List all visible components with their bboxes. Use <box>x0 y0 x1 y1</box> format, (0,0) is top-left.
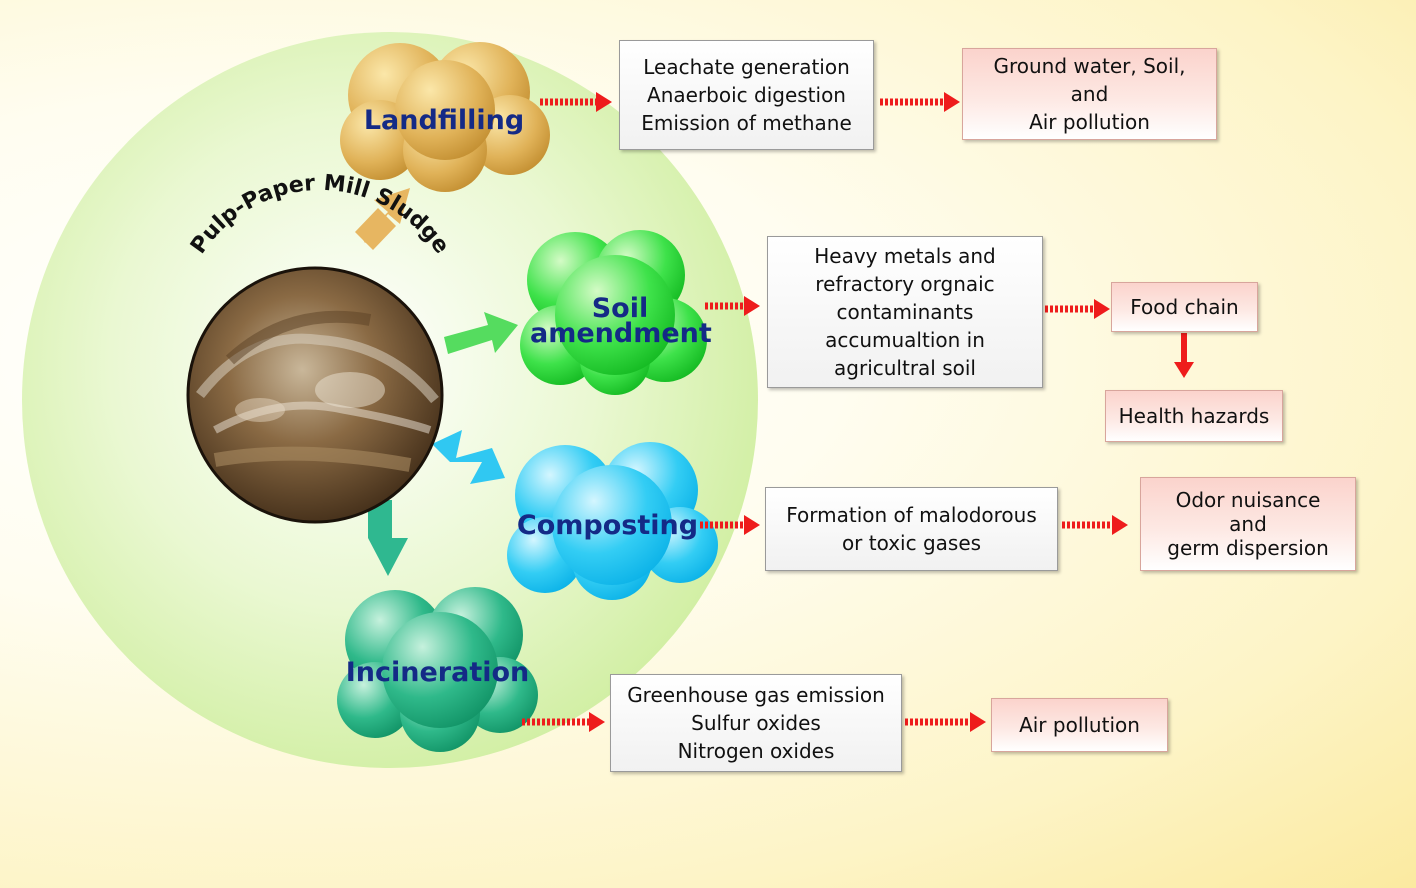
food-chain-box: Food chain <box>1111 282 1258 332</box>
arrow-to-incineration <box>368 500 408 576</box>
incineration-label: Incineration <box>345 657 530 688</box>
arrow-to-landfilling-body <box>355 208 396 250</box>
arrow-incin-effects <box>522 712 605 732</box>
sludge-image <box>186 266 444 524</box>
arrow-compost-effects <box>700 515 760 535</box>
arrow-to-soil-amendment <box>444 312 518 354</box>
landfilling-outcome-box: Ground water, Soil, and Air pollution <box>962 48 1217 140</box>
health-hazards-box: Health hazards <box>1105 390 1283 442</box>
landfilling-cloud <box>340 42 550 192</box>
arrow-soil-effects <box>705 296 760 316</box>
flow-arrows <box>522 92 1194 732</box>
composting-effects-box: Formation of malodorous or toxic gases <box>765 487 1058 571</box>
arrow-compost-outcome <box>1062 515 1128 535</box>
soil-amendment-effects-box: Heavy metals and refractory orgnaic cont… <box>767 236 1043 388</box>
arrow-landfill-effects <box>540 92 612 112</box>
arrow-foodchain-health <box>1174 333 1194 378</box>
arrow-soil-foodchain <box>1045 299 1110 319</box>
composting-cloud <box>507 442 718 600</box>
soil-amendment-label: Soil amendment <box>530 293 712 349</box>
landfilling-label: Landfilling <box>363 105 525 136</box>
arrow-to-composting <box>432 430 505 484</box>
arrow-incin-outcome <box>905 712 986 732</box>
soil-amendment-cloud <box>520 230 707 395</box>
landfilling-effects-box: Leachate generation Anaerboic digestion … <box>619 40 874 150</box>
arrow-landfill-outcome <box>880 92 960 112</box>
incineration-outcome-box: Air pollution <box>991 698 1168 752</box>
composting-label: Composting <box>516 510 699 541</box>
incineration-cloud <box>337 587 538 752</box>
incineration-effects-box: Greenhouse gas emission Sulfur oxides Ni… <box>610 674 902 772</box>
composting-outcome-box: Odor nuisance and germ dispersion <box>1140 477 1356 571</box>
